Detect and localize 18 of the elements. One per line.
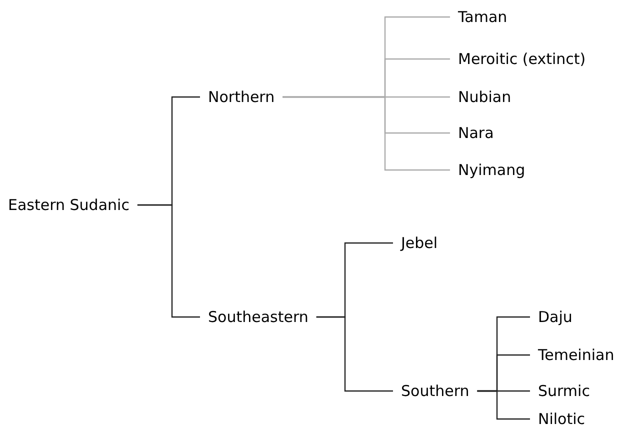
tree-label: Taman: [458, 7, 508, 27]
tree-label: Jebel: [401, 233, 438, 253]
tree-label: Nyimang: [458, 160, 526, 180]
tree-label: Nubian: [458, 87, 512, 107]
tree-label: Surmic: [538, 381, 590, 401]
tree-label: Southeastern: [208, 307, 308, 327]
connector-line: [137, 204, 200, 318]
tree-label: Nara: [458, 123, 494, 143]
tree-label: Daju: [538, 307, 572, 327]
tree-label: Northern: [208, 87, 275, 107]
connector-line: [282, 96, 450, 171]
connector-line: [316, 316, 393, 392]
connector-line: [477, 390, 530, 420]
tree-label: Nilotic: [538, 409, 586, 429]
tree-label: Eastern Sudanic: [8, 195, 130, 215]
tree-label: Southern: [401, 381, 470, 401]
tree-label: Temeinian: [538, 345, 614, 365]
tree-label: Meroitic (extinct): [458, 49, 586, 69]
